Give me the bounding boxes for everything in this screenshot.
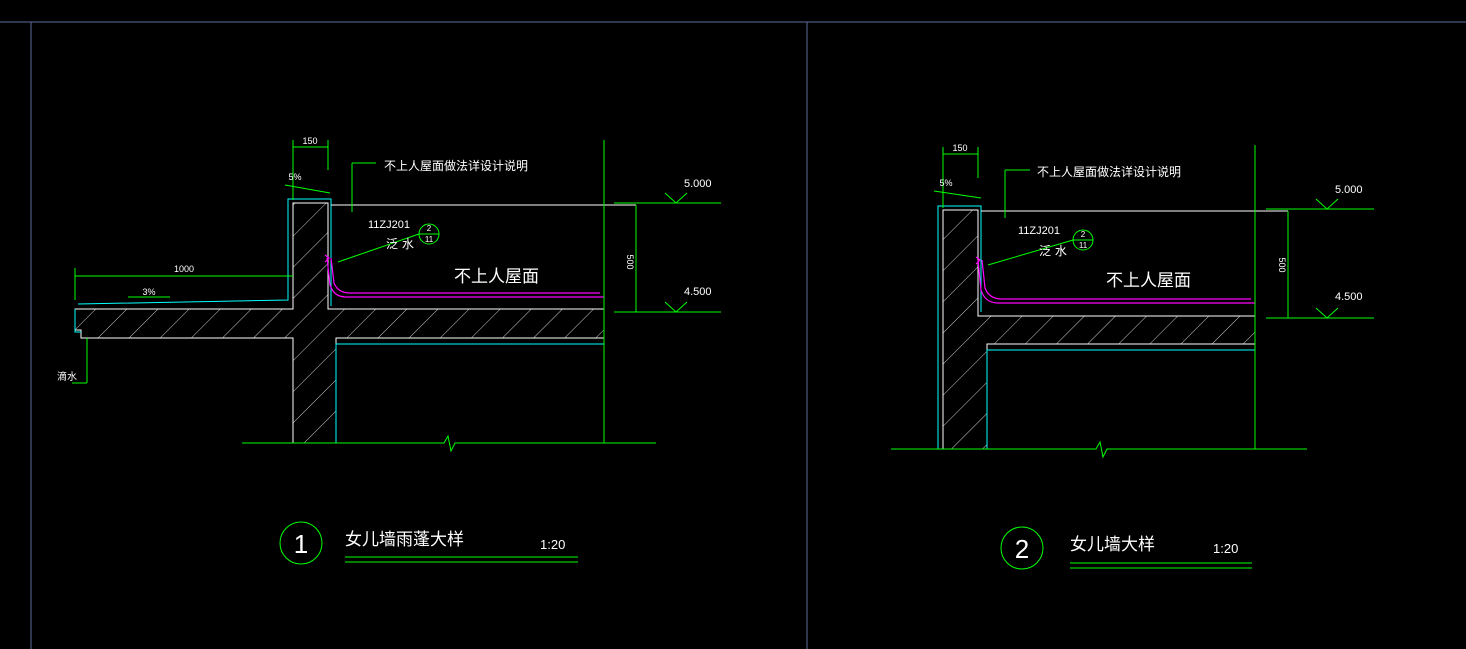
detail-2-dim-height: 500 xyxy=(1277,257,1287,272)
detail-1-scale: 1:20 xyxy=(540,537,565,552)
detail-2-scale: 1:20 xyxy=(1213,541,1238,556)
detail-2-waterproof-layer xyxy=(975,256,1255,304)
detail-1-roof-label: 不上人屋面 xyxy=(454,267,539,287)
detail-2-dimension-lines xyxy=(891,145,1374,459)
detail-1-dim-slope-top: 5% xyxy=(288,172,301,182)
detail-2-elev-low: 4.500 xyxy=(1335,291,1363,303)
detail-1-ref-label: 泛 水 xyxy=(386,237,414,251)
detail-1-plaster-lines xyxy=(74,198,604,443)
detail-1-waterproof-layer xyxy=(324,254,604,298)
detail-2-concrete-section xyxy=(942,209,1256,450)
detail-1-ref-bottom: 11 xyxy=(425,235,434,244)
detail-1-elev-low: 4.500 xyxy=(684,286,712,298)
detail-2-note: 不上人屋面做法详设计说明 xyxy=(1037,164,1181,179)
detail-1-note: 不上人屋面做法详设计说明 xyxy=(384,158,528,173)
detail-1-concrete-section xyxy=(74,202,605,444)
detail-2-dim-slope-top: 5% xyxy=(939,178,952,188)
detail-2-number-circle xyxy=(1000,526,1044,570)
detail-1-dim-top: 150 xyxy=(302,136,317,146)
detail-2-plaster-lines xyxy=(937,205,1255,449)
detail-1-ref-top: 2 xyxy=(427,224,432,233)
drawing-frame xyxy=(0,21,1466,649)
detail-1-ref-code: 11ZJ201 xyxy=(368,219,410,231)
detail-1-dim-slope: 3% xyxy=(142,287,155,297)
detail-1-elev-high: 5.000 xyxy=(684,178,712,190)
detail-2-number: 2 xyxy=(1015,534,1029,564)
detail-2-ref-label: 泛 水 xyxy=(1039,244,1067,258)
detail-1-dim-width: 1000 xyxy=(174,264,194,274)
detail-1-title: 女儿墙雨蓬大样 xyxy=(345,530,464,550)
detail-2-parapet: 150 5% 不上人屋面做法详设计说明 11ZJ201 泛 水 2 11 不上人… xyxy=(891,143,1374,570)
detail-2-ref-bottom: 11 xyxy=(1079,241,1088,250)
detail-2-title: 女儿墙大样 xyxy=(1070,535,1155,555)
detail-2-roof-label: 不上人屋面 xyxy=(1106,271,1191,291)
detail-1-parapet-canopy: 150 5% 不上人屋面做法详设计说明 11ZJ201 泛 水 2 11 不上人… xyxy=(57,136,721,565)
detail-1-dimension-lines xyxy=(72,140,721,453)
detail-2-ref-top: 2 xyxy=(1081,230,1086,239)
detail-1-drip-label: 滴水 xyxy=(57,370,77,383)
detail-2-dim-top: 150 xyxy=(952,143,967,153)
detail-2-ref-code: 11ZJ201 xyxy=(1018,225,1060,237)
detail-1-number: 1 xyxy=(294,529,308,559)
detail-1-number-circle xyxy=(279,521,323,565)
detail-1-dim-height: 500 xyxy=(625,254,635,269)
detail-2-elev-high: 5.000 xyxy=(1335,184,1363,196)
